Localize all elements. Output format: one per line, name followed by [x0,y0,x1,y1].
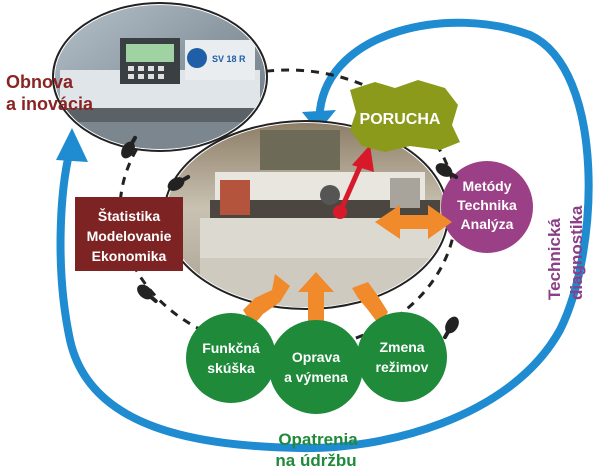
svg-text:Funkčná: Funkčná [202,340,260,356]
svg-text:Modelovanie: Modelovanie [87,228,172,244]
svg-text:Štatistika: Štatistika [98,207,160,224]
diagnostics-label: Technická diagnostika [545,205,586,300]
mode-change-node: Zmena režimov [357,312,447,402]
failure-label: PORUCHA [360,111,441,128]
svg-text:Metódy: Metódy [463,178,512,194]
statistics-node: Štatistika Modelovanie Ekonomika [75,197,183,271]
svg-text:a inovácia: a inovácia [6,94,94,114]
svg-text:Technická: Technická [545,218,564,300]
svg-text:Opatrenia: Opatrenia [278,430,358,449]
svg-text:na údržbu: na údržbu [275,451,356,470]
svg-text:Technika: Technika [457,197,517,213]
machine-plate: SV 18 R [212,54,246,64]
svg-text:Obnova: Obnova [6,72,74,92]
svg-text:a výmena: a výmena [284,369,348,385]
repair-node: Oprava a výmena [269,320,363,414]
svg-text:Zmena: Zmena [379,339,424,355]
svg-text:diagnostika: diagnostika [567,205,586,300]
svg-text:režimov: režimov [376,359,429,375]
svg-text:Oprava: Oprava [292,349,340,365]
svg-text:skúška: skúška [207,360,255,376]
functional-test-node: Funkčná skúška [186,313,276,403]
failure-node: PORUCHA [350,80,460,152]
svg-text:Analýza: Analýza [461,216,514,232]
svg-text:Ekonomika: Ekonomika [92,248,167,264]
